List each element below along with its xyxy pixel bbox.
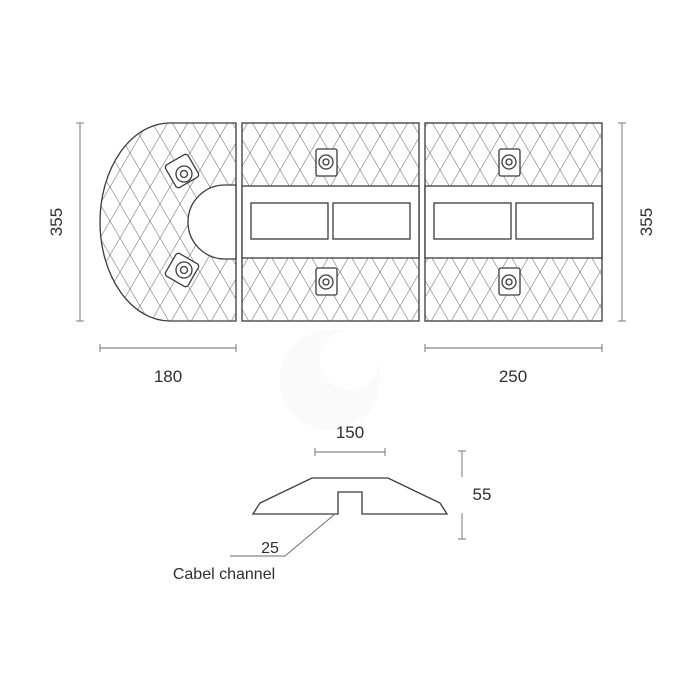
dimension-middle-width: 250	[424, 344, 603, 386]
bolt-mount-top	[315, 148, 338, 177]
end-piece	[99, 122, 237, 322]
label-height-left: 355	[47, 208, 66, 236]
bolt-mount-top	[164, 153, 200, 189]
label-width-middle: 250	[499, 367, 527, 386]
profile-outline	[251, 477, 449, 515]
label-height: 55	[473, 485, 492, 504]
bolt-mount-top	[498, 148, 521, 177]
watermark-logo	[280, 330, 380, 430]
label-cable-channel: Cabel channel	[173, 566, 275, 583]
middle-piece-2	[424, 122, 603, 322]
label-top-width: 150	[336, 423, 364, 442]
cross-section: 150 55 25 Cabel channel	[173, 423, 492, 583]
middle-piece-1	[241, 122, 420, 322]
label-width-end: 180	[154, 367, 182, 386]
bolt-mount-bottom	[315, 267, 338, 296]
dimension-right-height: 355	[618, 122, 656, 322]
label-channel-width: 25	[261, 540, 279, 557]
label-height-right: 355	[637, 208, 656, 236]
dimension-end-width: 180	[99, 344, 237, 386]
dimension-left-height: 355	[47, 122, 84, 322]
channel-leader-line	[284, 513, 336, 557]
bolt-mount-bottom	[164, 252, 200, 288]
bolt-mount-bottom	[498, 267, 521, 296]
